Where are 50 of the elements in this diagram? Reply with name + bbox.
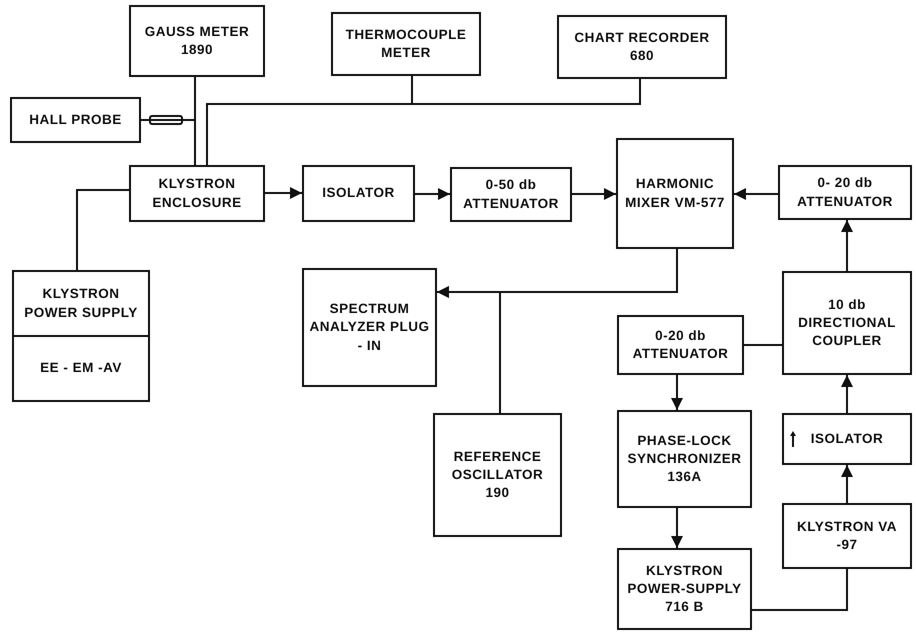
connector-line xyxy=(744,344,782,346)
arrow xyxy=(572,188,616,200)
box-label: KLYSTRON POWER SUPPLY xyxy=(23,285,139,322)
arrow xyxy=(265,187,302,199)
arrow xyxy=(415,188,450,200)
box-label: ISOLATOR xyxy=(321,184,396,202)
box-label: 0- 20 db ATTENUATOR xyxy=(796,174,894,210)
process-box xyxy=(617,315,744,375)
box-label: KLYSTRON VA -97 xyxy=(796,518,898,554)
box-label: HALL PROBE xyxy=(28,110,123,129)
box-label: GAUSS METER 1890 xyxy=(144,22,250,59)
box-label: KLYSTRON ENCLOSURE xyxy=(151,175,243,212)
arrow xyxy=(841,375,853,413)
process-box xyxy=(302,268,437,387)
process-box xyxy=(450,167,572,222)
process-box xyxy=(129,165,265,222)
box-label: ISOLATOR xyxy=(810,430,884,448)
process-box xyxy=(616,138,734,249)
process-box xyxy=(433,413,562,537)
process-box xyxy=(557,15,727,79)
process-box xyxy=(617,410,752,508)
arrow xyxy=(671,375,683,410)
box-label: 0-20 db ATTENUATOR xyxy=(632,326,730,363)
process-box xyxy=(778,165,912,220)
box-label: 0-50 db ATTENUATOR xyxy=(462,176,560,212)
arrow xyxy=(437,286,501,413)
box-label: REFERENCE OSCILLATOR 190 xyxy=(450,448,544,502)
box-label: SPECTRUM ANALYZER PLUG - IN xyxy=(308,300,430,355)
process-box xyxy=(617,548,752,630)
box-label: PHASE-LOCK SYNCHRONIZER 136A xyxy=(626,432,742,486)
process-box xyxy=(10,97,141,143)
process-box xyxy=(782,503,912,569)
arrow xyxy=(734,188,778,200)
connector-line xyxy=(752,569,848,611)
process-box xyxy=(331,12,481,76)
process-box xyxy=(782,413,912,465)
box-label: EE - EM -AV xyxy=(39,359,123,378)
arrow xyxy=(841,220,853,271)
connector-line xyxy=(76,189,129,270)
process-box xyxy=(129,5,265,77)
process-box xyxy=(12,270,150,402)
arrow xyxy=(841,465,853,503)
box-label: HARMONIC MIXER VM-577 xyxy=(624,175,726,212)
process-box xyxy=(302,165,415,222)
arrow xyxy=(671,508,683,548)
box-label: CHART RECORDER 680 xyxy=(573,28,711,65)
box-label: THERMOCOUPLE METER xyxy=(344,26,468,62)
box-label: 10 db DIRECTIONAL COUPLER xyxy=(797,296,897,350)
process-box xyxy=(782,271,912,375)
box-label: KLYSTRON POWER-SUPPLY 716 B xyxy=(626,562,743,616)
